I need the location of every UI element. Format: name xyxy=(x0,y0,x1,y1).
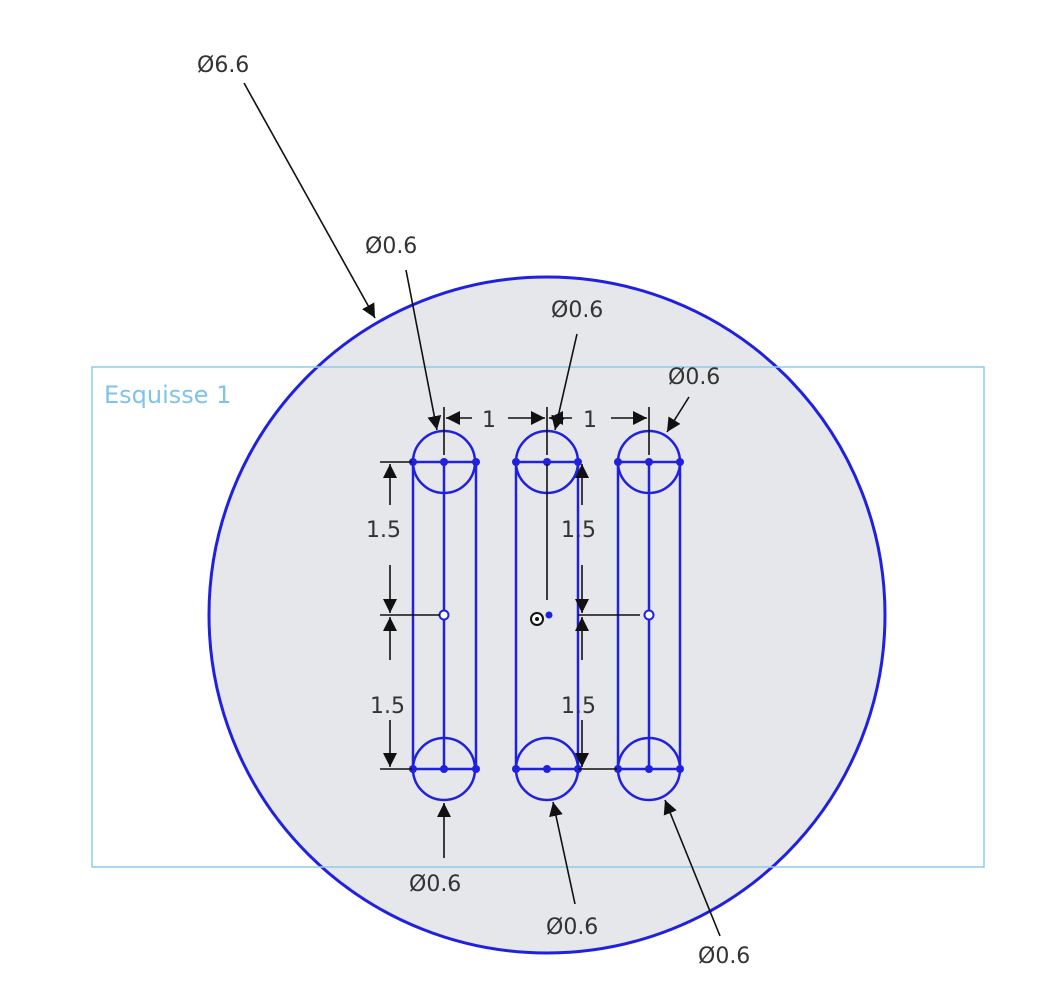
height-lower-middle-label[interactable]: 1.5 xyxy=(561,694,596,719)
outer-diameter-label[interactable]: Ø6.6 xyxy=(197,53,249,78)
slot-bottom-middle-diameter-label[interactable]: Ø0.6 xyxy=(546,915,598,940)
spacing-right-label[interactable]: 1 xyxy=(583,408,597,433)
midpoint-right[interactable] xyxy=(643,609,655,621)
dimension-lines xyxy=(243,82,721,937)
slot-bottom-right-diameter-label[interactable]: Ø0.6 xyxy=(698,944,750,969)
sketch-name-label[interactable]: Esquisse 1 xyxy=(104,381,231,409)
height-upper-left-label[interactable]: 1.5 xyxy=(366,518,401,543)
slot-bottom-left-diameter-label[interactable]: Ø0.6 xyxy=(409,872,461,897)
slot-top-middle-diameter-label[interactable]: Ø0.6 xyxy=(551,298,603,323)
spacing-left-label[interactable]: 1 xyxy=(482,408,496,433)
origin-icon[interactable] xyxy=(530,612,544,626)
slot-top-left-diameter-label[interactable]: Ø0.6 xyxy=(365,234,417,259)
slot-top-right-diameter-label[interactable]: Ø0.6 xyxy=(668,365,720,390)
height-lower-left-label[interactable]: 1.5 xyxy=(370,694,405,719)
midpoint-left[interactable] xyxy=(438,609,450,621)
sketch-frame[interactable] xyxy=(91,366,985,868)
height-upper-middle-label[interactable]: 1.5 xyxy=(561,518,596,543)
